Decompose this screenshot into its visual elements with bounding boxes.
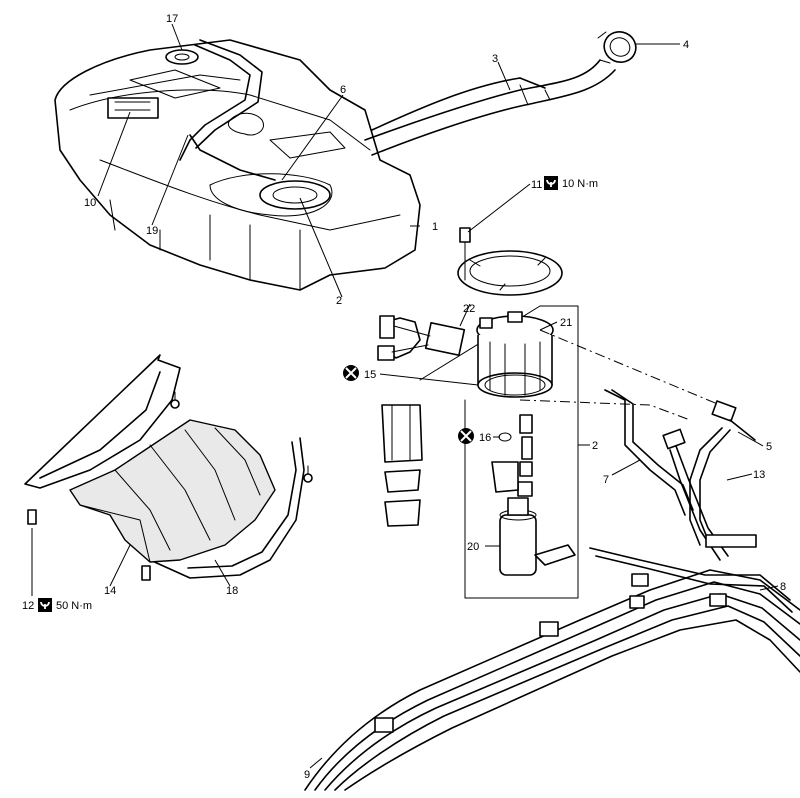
callout-labels: 17 3 4 6 1 2 10 19 11 22 21 15 16 2 20 5… — [22, 13, 786, 781]
fuel-pipes — [304, 547, 800, 791]
filler-hose — [364, 59, 616, 156]
callout-20: 20 — [467, 541, 479, 553]
callout-9: 9 — [304, 769, 310, 781]
heat-shield — [69, 419, 276, 563]
fuel-pump-assembly — [377, 227, 721, 599]
filler-cap — [597, 31, 637, 64]
torque-wrench-icon — [38, 598, 52, 612]
callout-12: 12 — [22, 600, 34, 612]
callout-5: 5 — [766, 441, 772, 453]
callout-1: 1 — [432, 221, 438, 233]
callout-2-tank: 2 — [336, 295, 342, 307]
fuel-tank — [54, 39, 421, 291]
callout-3: 3 — [492, 53, 498, 65]
fuel-hoses — [604, 389, 757, 561]
callout-11: 11 — [531, 179, 542, 191]
callout-10: 10 — [84, 197, 96, 209]
callout-22: 22 — [463, 303, 475, 315]
callout-15: 17 — [166, 13, 178, 25]
bolt-12 — [27, 509, 151, 581]
tank-straps — [24, 354, 313, 579]
callout-21: 21 — [560, 317, 572, 329]
torque-spec-12: 50 N·m — [38, 598, 92, 612]
leader-lines — [31, 23, 779, 769]
callout-14: 14 — [104, 585, 116, 597]
callout-18: 16 — [479, 432, 491, 444]
callout-17: 15 — [364, 369, 376, 381]
callout-6: 6 — [340, 84, 346, 96]
do-not-reuse-icon — [343, 365, 359, 381]
callout-7: 7 — [603, 474, 609, 486]
torque-wrench-icon — [544, 176, 558, 190]
torque-spec-11: 10 N·m — [544, 176, 598, 190]
do-not-reuse-icon — [458, 428, 474, 444]
callout-13: 13 — [753, 469, 765, 481]
callout-4: 4 — [683, 39, 689, 51]
callout-2-pump: 2 — [592, 440, 598, 452]
torque-value-lower: 50 N·m — [56, 600, 92, 612]
torque-value-upper: 10 N·m — [562, 178, 598, 190]
callout-16: 19 — [146, 225, 158, 237]
callout-8: 8 — [780, 581, 786, 593]
callout-19: 18 — [226, 585, 238, 597]
